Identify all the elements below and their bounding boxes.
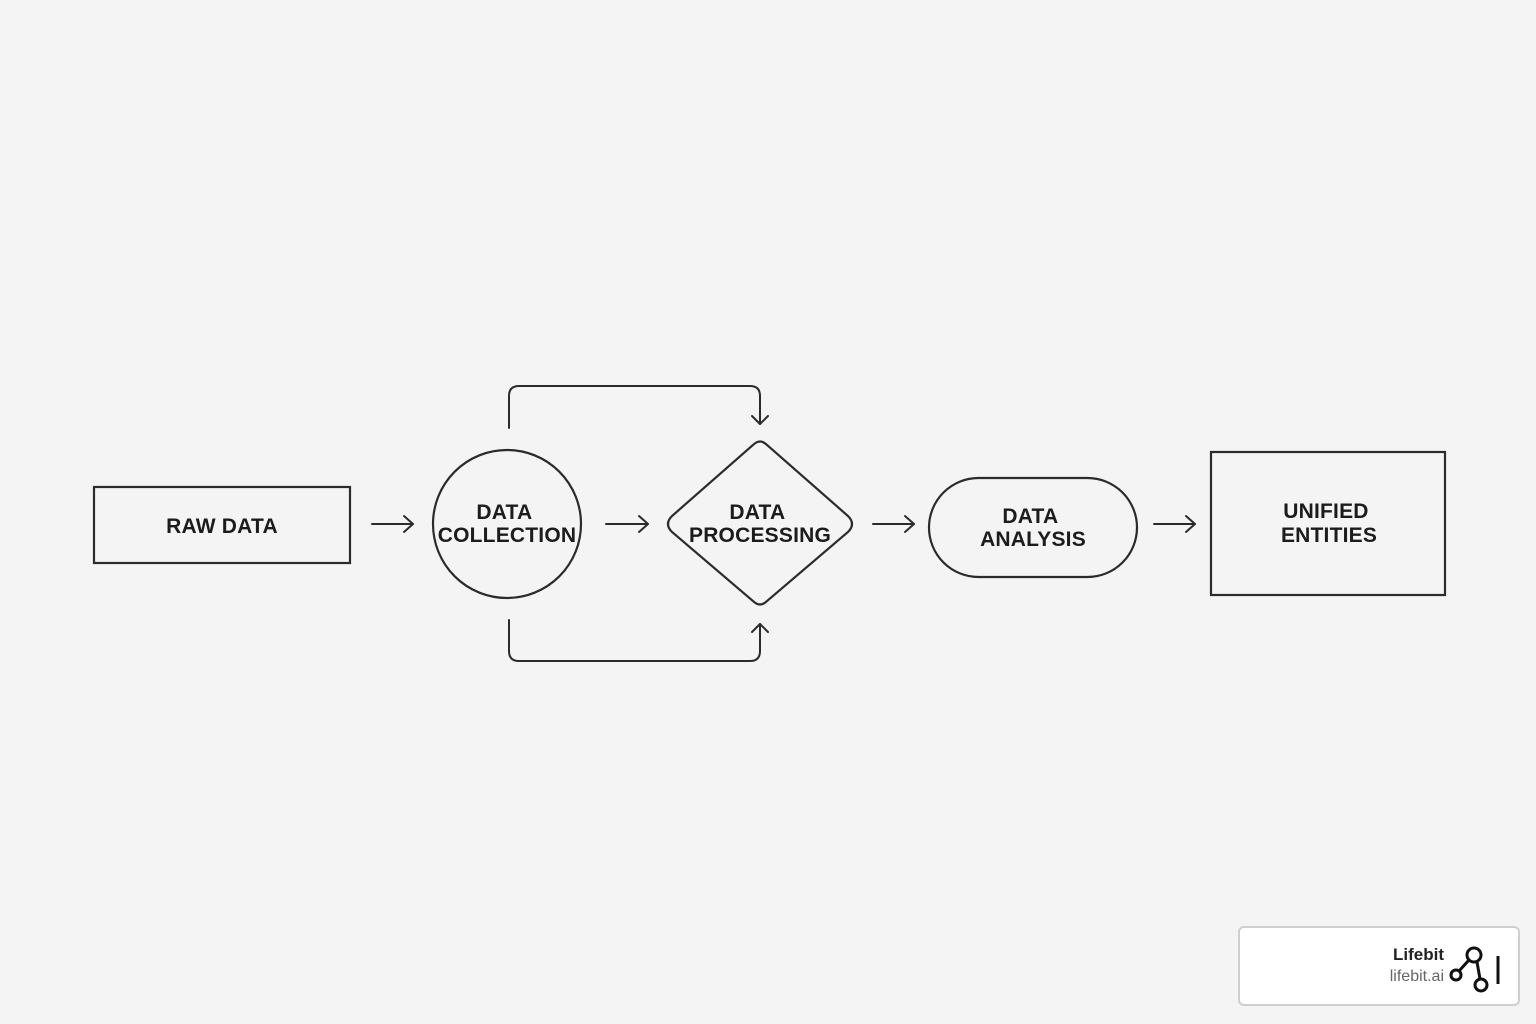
data-collection-circle: [431, 448, 583, 600]
arrowhead-icon: [1185, 515, 1196, 533]
arrowhead-icon: [751, 415, 769, 425]
node-data-processing: DATA PROCESSING: [666, 440, 854, 606]
edge-collection-to-processing-top: [508, 385, 769, 429]
edge-processing-to-analysis: [872, 515, 915, 533]
unified-entities-label: UNIFIED ENTITIES: [1281, 500, 1377, 547]
arrowhead-icon: [904, 515, 915, 533]
arrowhead-icon: [751, 623, 769, 633]
data-analysis-pill: [927, 476, 1139, 579]
edge-collection-to-processing-bottom: [508, 619, 769, 662]
raw-data-box: [92, 485, 352, 565]
brand-name: Lifebit: [1393, 945, 1444, 964]
node-unified-entities: UNIFIED ENTITIES: [1209, 450, 1447, 597]
data-analysis-label: DATA ANALYSIS: [980, 505, 1086, 551]
data-collection-label: DATA COLLECTION: [438, 501, 577, 547]
data-processing-diamond: [666, 440, 854, 606]
data-processing-label: DATA PROCESSING: [689, 501, 831, 547]
edge-collection-to-processing: [605, 515, 649, 533]
edge-line: [508, 385, 761, 429]
brand-card[interactable]: Lifebit lifebit.ai: [1238, 926, 1520, 1006]
edge-line: [508, 619, 761, 662]
unified-entities-box: [1209, 450, 1447, 597]
brand-url[interactable]: lifebit.ai: [1389, 968, 1444, 985]
node-raw-data: RAW DATA: [92, 485, 352, 565]
node-data-analysis: DATA ANALYSIS: [927, 476, 1139, 579]
arrowhead-icon: [638, 515, 649, 533]
arrowhead-icon: [403, 515, 414, 533]
edge-analysis-to-unified: [1153, 515, 1196, 533]
node-data-collection: DATA COLLECTION: [431, 448, 583, 600]
brand-text: Lifebit lifebit.ai: [1390, 944, 1444, 988]
edge-raw-to-collection: [371, 515, 414, 533]
lifebit-logo-icon: [1449, 946, 1500, 993]
raw-data-label: RAW DATA: [166, 515, 278, 538]
